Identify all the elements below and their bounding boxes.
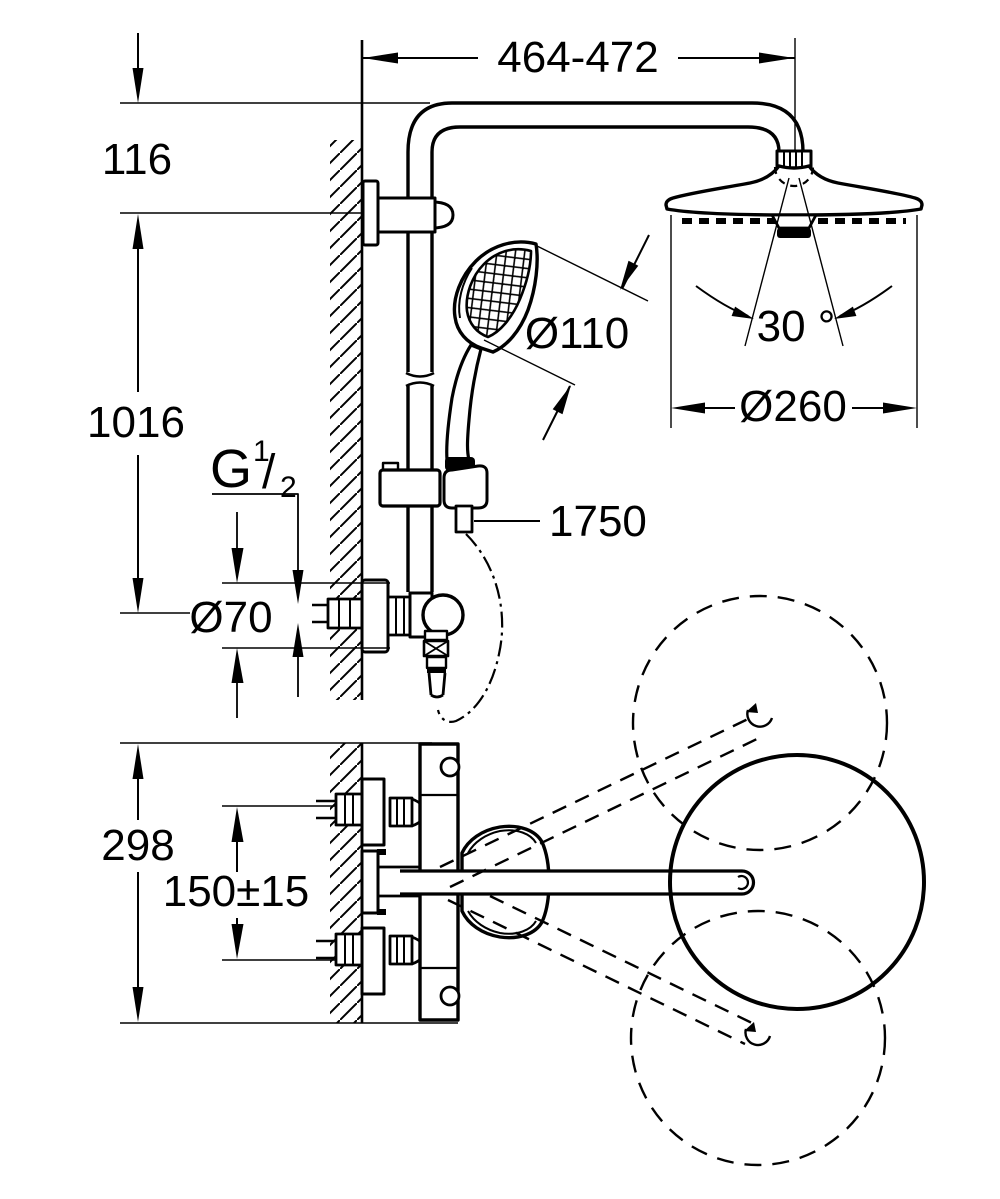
head-shower-plate [664, 164, 924, 217]
valve-knob [439, 985, 461, 1007]
head-shower-plan [668, 753, 926, 1011]
dimension-inlet-spacing: 150±15 [163, 805, 358, 961]
dimension-hand-shower-diameter: Ø110 [483, 234, 650, 441]
side-view: 464-472 116 1016 [87, 33, 924, 723]
arrow-icon [552, 385, 571, 415]
dim-head-diameter-label: Ø260 [739, 382, 847, 431]
arrow-down-icon [231, 548, 244, 583]
hand-shower-handle [445, 343, 483, 462]
arc-arrow-icon [746, 703, 758, 713]
arc-arrow-icon [834, 306, 857, 319]
slider-holder [378, 457, 489, 534]
arrow-up-icon [231, 807, 244, 842]
rail-joint [405, 381, 435, 388]
dim-hose-length-label: 1750 [549, 497, 647, 546]
head-shower-swivel-position-lower [629, 909, 887, 1167]
dim-escutcheon-diameter-label: Ø70 [189, 593, 272, 642]
arrow-right-icon [759, 52, 794, 64]
escutcheon [360, 926, 386, 996]
dim-overall-plan-label: 298 [101, 821, 174, 870]
head-shower [664, 149, 924, 238]
arrow-right-icon [883, 402, 917, 414]
valve-hose-stub [427, 672, 447, 699]
slider-block [378, 468, 442, 508]
arc-arrow-icon [744, 1022, 756, 1032]
arrow-down-icon [231, 924, 244, 959]
dim-arm-projection-label: 464-472 [497, 33, 658, 82]
hand-shower [445, 240, 539, 462]
union-nut [386, 595, 414, 637]
pivot-hook [744, 1028, 772, 1047]
plan-view: 298 150±15 [101, 594, 926, 1167]
dimension-head-diameter: Ø260 [670, 215, 918, 431]
spray-face [465, 247, 533, 339]
shower-hose [436, 533, 504, 723]
dimension-thread: G 1 / 2 [210, 435, 304, 697]
center-plate [360, 849, 380, 915]
wall-bracket [361, 179, 455, 247]
center-nozzle [777, 228, 811, 238]
valve-knob [421, 593, 465, 637]
arm-end-hook [737, 874, 750, 891]
dim-hand-shower-diameter-label: Ø110 [525, 309, 629, 358]
valve-knob [439, 756, 461, 778]
shower-arm-plan [400, 869, 756, 896]
swivel-range [439, 594, 926, 1167]
wall-hatching [330, 743, 362, 1023]
arrow-down-icon [292, 570, 304, 604]
arrow-up-icon [292, 623, 304, 657]
supply-connections [316, 792, 364, 967]
dimension-spray-angle: 30 ° [695, 177, 893, 351]
dim-spray-angle-label: 30 ° [757, 302, 836, 351]
arrow-up-icon [231, 648, 244, 683]
wall-plan [330, 743, 364, 1023]
arrow-left-icon [671, 402, 705, 414]
arc-arrow-icon [731, 306, 754, 319]
thread-letter: G [210, 439, 252, 499]
thermostat-valve-side [312, 578, 465, 699]
head-shower-swivel-position-upper [631, 594, 889, 852]
arrow-up-icon [132, 744, 144, 779]
arrow-left-icon [363, 52, 398, 64]
dim-rail-height-label: 1016 [87, 398, 185, 447]
rail-joint [405, 371, 435, 378]
arrow-down-icon [132, 987, 144, 1022]
dimension-overall-plan: 298 [101, 742, 458, 1024]
dimension-arm-projection: 464-472 [362, 33, 796, 162]
ball-joint-arc [773, 166, 815, 188]
arrow-up-icon [132, 214, 144, 249]
dim-offset-top-label: 116 [102, 135, 172, 184]
dim-inlet-spacing-label: 150±15 [163, 867, 310, 916]
thread-numerator: 1 [253, 435, 270, 468]
arrow-down-icon [132, 578, 144, 613]
escutcheon [360, 578, 390, 654]
label-hose-length: 1750 [474, 497, 647, 546]
thread-denominator: 2 [280, 471, 297, 504]
supply-nipple [326, 597, 364, 630]
handle-socket [442, 464, 489, 510]
escutcheon [360, 777, 386, 847]
arrow-icon [620, 260, 639, 290]
dimension-escutcheon-diameter: Ø70 [189, 512, 390, 718]
hose-outlet [454, 504, 474, 534]
thread-slash: / [262, 446, 276, 499]
pivot-hook [746, 709, 774, 728]
dimension-left-heights: 116 1016 [87, 33, 430, 614]
arrow-down-icon [132, 68, 144, 103]
